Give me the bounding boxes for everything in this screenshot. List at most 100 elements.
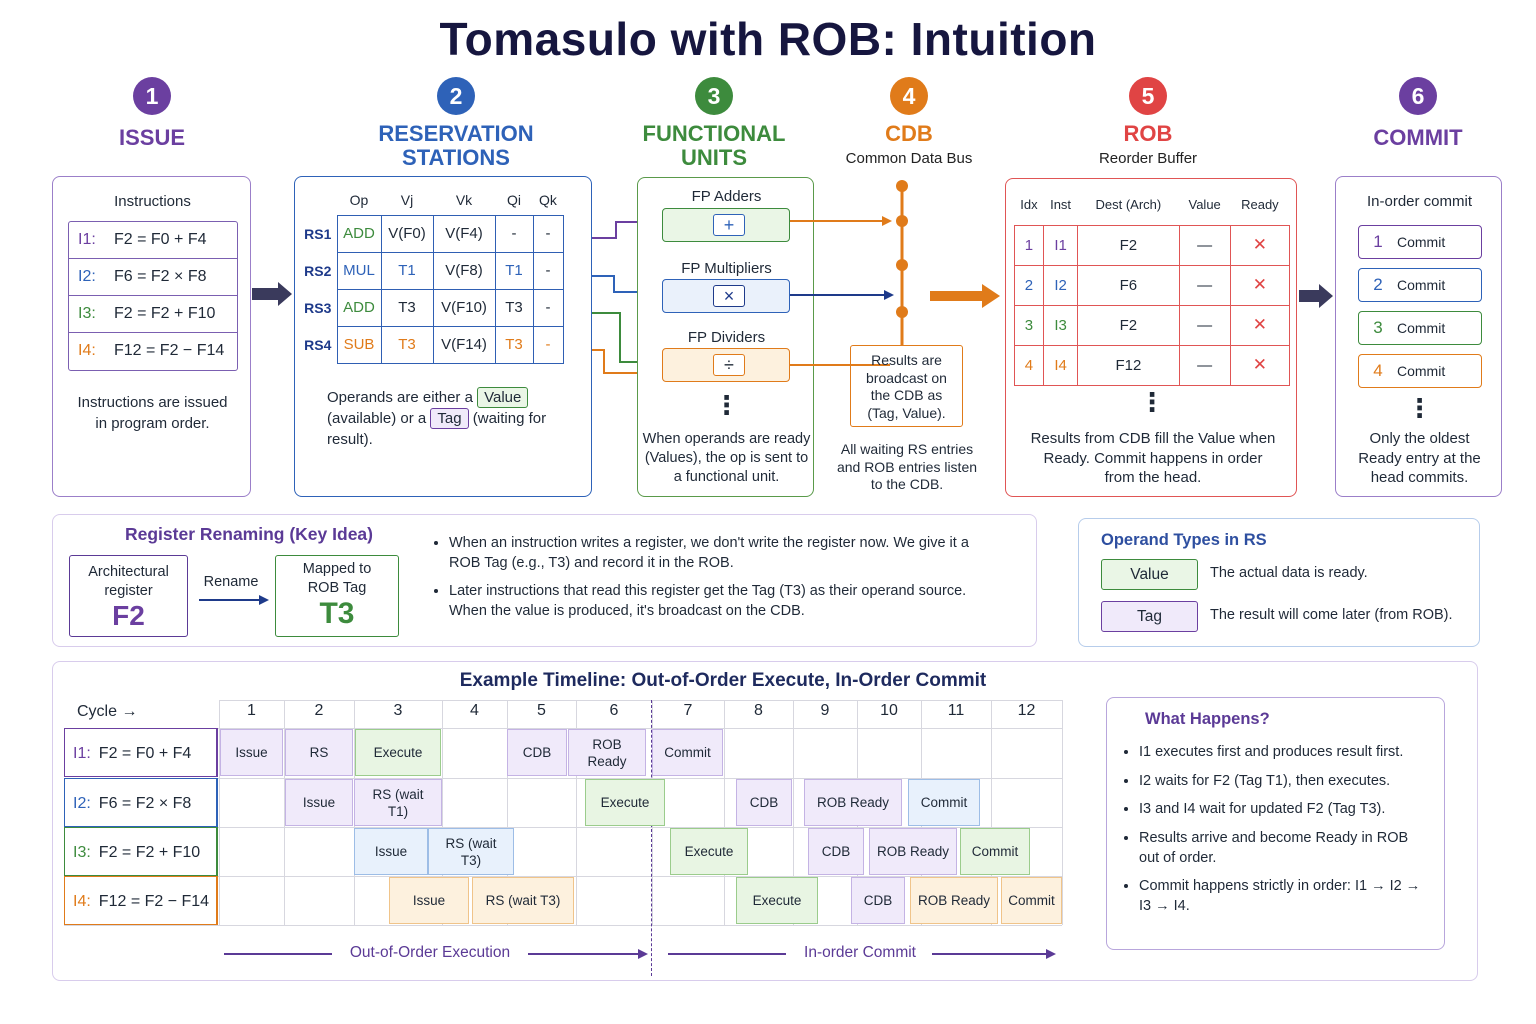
fu-ellipsis: ⋮	[713, 390, 740, 420]
instruction-text: F12 = F2 − F14	[114, 342, 225, 359]
rs-note-c: (waiting for result).	[327, 410, 547, 448]
rob-ready-x-icon: ✕	[1229, 224, 1291, 266]
timeline-event: Execute	[355, 729, 441, 776]
timeline-grid-line	[793, 700, 794, 925]
rename-arrow	[199, 595, 269, 605]
operand-types-title: Operand Types in RS	[1101, 531, 1267, 549]
tag-type-desc: The result will come later (from ROB).	[1210, 607, 1453, 623]
timeline-event-text: Commit	[664, 745, 711, 760]
rob-dest: F2	[1077, 304, 1180, 346]
rs-qk: -	[532, 214, 564, 253]
timeline-event: Execute	[585, 779, 665, 826]
page-title: Tomasulo with ROB: Intuition	[439, 13, 1097, 65]
timeline-event-text: CDB	[821, 844, 851, 859]
rob-tag-box: Mapped to ROB Tag T3	[275, 555, 399, 637]
rob-header-cell: Inst	[1050, 197, 1072, 213]
timeline-event: RS (wait T3)	[472, 877, 574, 924]
commit-entry-label: Commit	[1397, 363, 1446, 379]
rob-inst: I4	[1042, 344, 1079, 386]
timeline-event-text: ROB Ready	[816, 795, 890, 810]
commit-entry-label: Commit	[1397, 234, 1446, 250]
timeline-event: Issue	[389, 877, 469, 924]
timeline-grid-line	[991, 700, 992, 925]
timeline-cycle-header: 6	[609, 702, 619, 719]
timeline-cycle-header: 12	[1017, 702, 1036, 719]
instruction-label: I2:	[78, 268, 96, 285]
phase-divider	[651, 700, 652, 976]
timeline-event-text: Execute	[600, 795, 650, 810]
instruction-row: I3:F2 = F2 + F10	[69, 296, 237, 333]
timeline-event: CDB	[507, 729, 567, 776]
stage-6-number: 6	[1399, 77, 1437, 115]
timeline-event-text: Commit	[971, 844, 1019, 859]
timeline-event-text: CDB	[522, 745, 552, 760]
rob-tag-label: Mapped to ROB Tag	[302, 561, 372, 596]
commit-entry-number: 4	[1373, 361, 1383, 380]
rs-header-cell: Op	[349, 191, 369, 208]
timeline-event: Commit	[960, 828, 1030, 875]
timeline-event-text: Issue	[412, 893, 446, 908]
what-happens-bullet: I1 executes first and produces result fi…	[1139, 742, 1429, 762]
rob-ready-x-icon: ✕	[1229, 304, 1291, 346]
rs-note-b: (available) or a	[327, 410, 427, 427]
timeline-event-text: ROB Ready	[876, 844, 950, 859]
timeline-title: Example Timeline: Out-of-Order Execute, …	[459, 670, 987, 691]
rob-header-cell: Value	[1188, 197, 1221, 213]
timeline-event-text: Issue	[374, 844, 408, 859]
arrow-issue-to-rs	[252, 282, 292, 306]
rs-note-value-badge: Value	[477, 387, 529, 408]
inorder-commit-label: In-order Commit	[804, 944, 916, 961]
stage-4-title: CDB	[885, 121, 933, 146]
rs-vj: T3	[380, 325, 434, 364]
timeline-grid-line	[284, 700, 285, 925]
timeline-event-text: Execute	[373, 745, 423, 760]
timeline-event: ROB Ready	[869, 828, 957, 875]
rob-header-cell: Ready	[1241, 197, 1279, 213]
timeline-event: Issue	[285, 779, 353, 826]
timeline-event: Commit	[652, 729, 723, 776]
timeline-event: ROB Ready	[568, 729, 646, 776]
timeline-grid-line	[724, 700, 725, 925]
commit-note: Only the oldest Ready entry at the head …	[1358, 430, 1481, 486]
arch-register-label: Architectural register	[88, 564, 169, 599]
rs-qk: -	[532, 288, 564, 327]
rob-ready-x-icon: ✕	[1229, 264, 1291, 306]
stage-4-subtitle: Common Data Bus	[845, 150, 973, 167]
rob-ellipsis: ⋮	[1139, 387, 1165, 417]
timeline-row-instr-label: I3:	[73, 844, 91, 861]
timeline-grid-line	[64, 925, 1062, 926]
timeline-grid-line	[576, 700, 577, 925]
rs-header-cell: Vj	[400, 191, 414, 208]
rs-label: RS4	[304, 336, 332, 353]
rs-header-cell: Vk	[455, 191, 473, 208]
timeline-event-text: ROB Ready	[917, 893, 991, 908]
timeline-cycle-header: 5	[537, 702, 546, 719]
timeline-grid-line	[219, 700, 220, 925]
timeline-grid-line	[1062, 700, 1063, 925]
fp-multiplier-unit: ×	[662, 279, 790, 313]
timeline-event: RS	[285, 729, 353, 776]
timeline-event-text: RS (wait T3)	[445, 835, 497, 868]
what-happens-title: What Happens?	[1145, 710, 1270, 728]
what-happens-bullet: I2 waits for F2 (Tag T1), then executes.	[1139, 771, 1429, 791]
rob-header-cell: Idx	[1020, 197, 1038, 213]
commit-entry-number: 3	[1373, 318, 1383, 337]
timeline-row-label: I2:F6 = F2 × F8	[64, 778, 218, 827]
fp-adders-label: FP Adders	[691, 188, 762, 205]
stage-4-number: 4	[890, 77, 928, 115]
renaming-bullet: Later instructions that read this regist…	[449, 581, 969, 621]
tag-type-badge: Tag	[1101, 601, 1198, 632]
timeline-cycle-header: 8	[754, 702, 763, 719]
rs-header-cell: Qi	[507, 191, 521, 208]
stage-2-title: RESERVATION STATIONS	[378, 121, 534, 170]
rs-label: RS2	[304, 262, 332, 279]
timeline-grid-line	[64, 876, 1062, 877]
rs-header-empty	[299, 185, 337, 215]
